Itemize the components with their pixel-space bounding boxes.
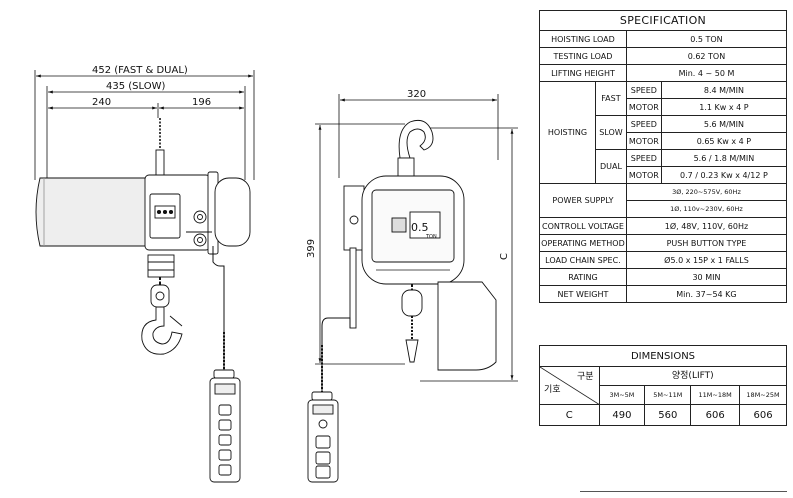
table-row: DUAL SPEED 5.6 / 1.8 M/MIN: [540, 149, 788, 184]
table-row: SLOW SPEED 5.6 M/MIN: [540, 115, 788, 150]
dim-side-width: 320: [407, 89, 426, 100]
rating-label: RATING: [539, 268, 627, 286]
fast-speed-value: 8.4 M/MIN: [660, 81, 788, 99]
column-header: 18M~25M: [739, 385, 787, 405]
control-voltage-label: CONTROLL VOLTAGE: [539, 217, 627, 235]
column-header: 3M~5M: [598, 385, 646, 405]
testing-load-value: 0.62 TON: [625, 47, 788, 65]
load-chain-label: LOAD CHAIN SPEC.: [539, 251, 627, 269]
testing-load-label: TESTING LOAD: [539, 47, 627, 65]
column-header: 11M~18M: [690, 385, 741, 405]
table-row: TESTING LOAD 0.62 TON: [539, 47, 788, 65]
specification-table: SPECIFICATION HOISTING LOAD 0.5 TON TEST…: [539, 10, 788, 303]
power-supply-label: POWER SUPPLY: [539, 183, 627, 218]
operating-method-label: OPERATING METHOD: [539, 234, 627, 252]
front-view-hoist: [35, 118, 251, 483]
table-cell: 606: [690, 404, 741, 426]
diagonal-divider: [540, 367, 600, 405]
column-header: 5M~11M: [644, 385, 692, 405]
speed-label: SPEED: [625, 81, 662, 99]
power-supply-1ph-value: 1Ø, 110v~230V, 60Hz: [625, 200, 788, 218]
dim-left-length: 240: [92, 97, 111, 108]
specification-title: SPECIFICATION: [539, 10, 787, 31]
speed-label: SPEED: [625, 115, 662, 133]
title-block-line: [580, 491, 787, 492]
fast-label: FAST: [594, 81, 627, 116]
fast-motor-value: 1.1 Kw x 4 P: [660, 98, 788, 116]
table-row: HOISTING LOAD 0.5 TON: [539, 30, 788, 48]
slow-label: SLOW: [594, 115, 627, 150]
capacity-label: 0.5: [411, 221, 429, 234]
side-view-hoist: 0.5 TON: [307, 119, 497, 483]
table-row: NET WEIGHT Min. 37~54 KG: [539, 285, 788, 303]
speed-label: SPEED: [625, 149, 662, 167]
hoisting-load-label: HOISTING LOAD: [539, 30, 627, 48]
corner-bottom-label: 기호: [544, 385, 561, 395]
dim-total-width: 452 (FAST & DUAL): [92, 65, 188, 76]
power-supply-3ph-value: 3Ø, 220~575V, 60Hz: [625, 183, 788, 201]
dimensions-corner-cell: 구분 기호: [539, 366, 600, 405]
table-cell: 606: [739, 404, 787, 426]
load-chain-value: Ø5.0 x 15P x 1 FALLS: [625, 251, 788, 269]
dual-label: DUAL: [594, 149, 627, 184]
net-weight-label: NET WEIGHT: [539, 285, 627, 303]
slow-speed-value: 5.6 M/MIN: [660, 115, 788, 133]
table-row: HOISTING FAST SPEED 8.4 M/MIN: [539, 81, 788, 184]
table-cell: 490: [598, 404, 646, 426]
table-row: POWER SUPPLY 3Ø, 220~575V, 60Hz: [539, 183, 788, 218]
dimensions-title: DIMENSIONS: [539, 345, 787, 367]
dimensions-table: DIMENSIONS 구분 기호 양정(LIFT) 3M~5M 5M~11M 1…: [539, 345, 788, 426]
rating-value: 30 MIN: [625, 268, 788, 286]
dual-speed-value: 5.6 / 1.8 M/MIN: [660, 149, 788, 167]
table-row: LIFTING HEIGHT Min. 4 ~ 50 M: [539, 64, 788, 82]
dim-c-height: C: [499, 253, 510, 260]
lifting-height-label: LIFTING HEIGHT: [539, 64, 627, 82]
table-cell: 560: [644, 404, 692, 426]
motor-label: MOTOR: [625, 166, 662, 184]
control-voltage-value: 1Ø, 48V, 110V, 60Hz: [625, 217, 788, 235]
dual-motor-value: 0.7 / 0.23 Kw x 4/12 P: [660, 166, 788, 184]
dim-right-length: 196: [192, 97, 211, 108]
operating-method-value: PUSH BUTTON TYPE: [625, 234, 788, 252]
table-row: MOTOR 0.65 Kw x 4 P: [540, 132, 788, 150]
net-weight-value: Min. 37~54 KG: [625, 285, 788, 303]
table-row: 3M~5M 5M~11M 11M~18M 18M~25M: [540, 385, 787, 405]
hoisting-load-value: 0.5 TON: [625, 30, 788, 48]
table-row: RATING 30 MIN: [539, 268, 788, 286]
dim-slow-width: 435 (SLOW): [106, 81, 165, 92]
lift-header: 양정(LIFT): [598, 366, 788, 386]
slow-motor-value: 0.65 Kw x 4 P: [660, 132, 788, 150]
front-view-dimensions: [34, 70, 255, 180]
table-row: LOAD CHAIN SPEC. Ø5.0 x 15P x 1 FALLS: [539, 251, 788, 269]
motor-label: MOTOR: [625, 98, 662, 116]
side-view-dimensions: [315, 94, 518, 382]
motor-label: MOTOR: [625, 132, 662, 150]
capacity-unit-label: TON: [425, 234, 437, 240]
table-row: 구분 기호 양정(LIFT): [539, 366, 788, 405]
table-row: OPERATING METHOD PUSH BUTTON TYPE: [539, 234, 788, 252]
dim-side-height: 399: [306, 239, 317, 258]
hoist-technical-drawing: 452 (FAST & DUAL) 435 (SLOW) 240 196: [34, 65, 518, 483]
row-label: C: [539, 404, 600, 426]
table-row: C 490 560 606 606: [539, 404, 787, 426]
hoisting-label: HOISTING: [539, 81, 596, 184]
table-row: CONTROLL VOLTAGE 1Ø, 48V, 110V, 60Hz: [539, 217, 788, 235]
table-row: MOTOR 1.1 Kw x 4 P: [540, 98, 788, 116]
lifting-height-value: Min. 4 ~ 50 M: [625, 64, 788, 82]
corner-top-label: 구분: [576, 372, 594, 382]
